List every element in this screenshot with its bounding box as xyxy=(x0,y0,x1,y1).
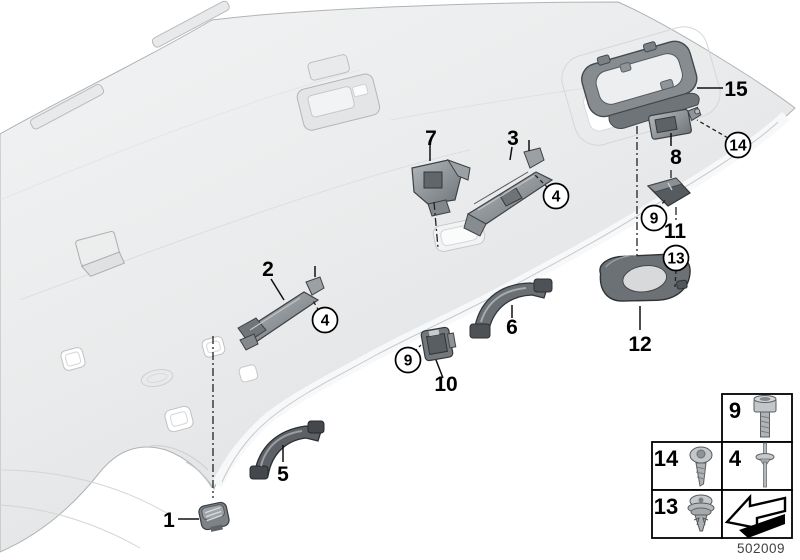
part-1-clip xyxy=(198,501,230,532)
callout-9-cover[interactable]: 9 xyxy=(640,204,668,232)
legend-label-4[interactable]: 4 xyxy=(729,446,742,471)
blind-rivet-icon xyxy=(755,442,775,488)
callout-15[interactable]: 15 xyxy=(724,78,748,101)
direction-of-travel-arrow-icon xyxy=(724,493,787,538)
leader-2 xyxy=(270,278,285,301)
part-7-bracket xyxy=(411,159,471,217)
callout-4-front[interactable]: 4 xyxy=(542,182,570,210)
expanding-rivet-clip-icon xyxy=(687,494,715,532)
part-15-sunroof-frame xyxy=(581,40,700,129)
svg-text:9[interactable]: 9 xyxy=(404,353,413,370)
roof-side-molding xyxy=(30,0,230,130)
callout-8[interactable]: 8 xyxy=(670,146,682,169)
svg-text:4[interactable]: 4 xyxy=(552,189,561,206)
callout-14[interactable]: 14 xyxy=(724,131,752,159)
drawing-number: 502009 xyxy=(737,541,785,556)
callout-7[interactable]: 7 xyxy=(425,127,437,150)
self-tapping-screw-icon xyxy=(689,446,713,487)
overhead-console-drawing xyxy=(296,54,381,131)
part-10-clip-block xyxy=(420,326,457,362)
leader-c4-front xyxy=(532,172,549,189)
part-6-grab-handle xyxy=(469,278,553,339)
callout-5[interactable]: 5 xyxy=(277,463,289,486)
part-11-plate xyxy=(646,177,691,207)
callout-2[interactable]: 2 xyxy=(262,258,274,281)
socket-head-cap-screw-icon xyxy=(753,395,777,438)
svg-text:4[interactable]: 4 xyxy=(321,313,330,330)
legend-cell-14[interactable] xyxy=(651,441,723,491)
leader-c14 xyxy=(696,119,729,139)
callout-4-rear[interactable]: 4 xyxy=(311,306,339,334)
callout-11[interactable]: 11 xyxy=(664,220,687,243)
callout-10[interactable]: 10 xyxy=(434,373,457,396)
callout-13[interactable]: 13 xyxy=(662,244,690,272)
leader-3 xyxy=(509,146,513,161)
axis-line-bracket-7 xyxy=(433,201,439,249)
leader-10 xyxy=(435,359,444,379)
svg-text:9[interactable]: 9 xyxy=(650,211,659,228)
legend-label-14[interactable]: 14 xyxy=(654,446,679,471)
callout-12[interactable]: 12 xyxy=(628,333,651,356)
svg-text:14[interactable]: 14 xyxy=(729,138,747,155)
part-8-bracket xyxy=(648,106,702,140)
roof-sensor-box xyxy=(75,230,126,277)
legend-label-9[interactable]: 9 xyxy=(729,398,741,423)
part-2-bracket xyxy=(237,276,325,351)
callout-6[interactable]: 6 xyxy=(506,316,518,339)
fastener-legend: 9 14 4 13 xyxy=(651,393,793,539)
callout-1[interactable]: 1 xyxy=(163,509,175,532)
part-3-bracket xyxy=(463,147,554,237)
legend-label-13[interactable]: 13 xyxy=(654,494,678,519)
svg-text:13[interactable]: 13 xyxy=(667,251,685,268)
leader-c13 xyxy=(674,269,677,288)
callout-9-clip[interactable]: 9 xyxy=(394,346,422,374)
callout-3[interactable]: 3 xyxy=(507,127,519,150)
part-5-grab-handle xyxy=(249,420,325,480)
